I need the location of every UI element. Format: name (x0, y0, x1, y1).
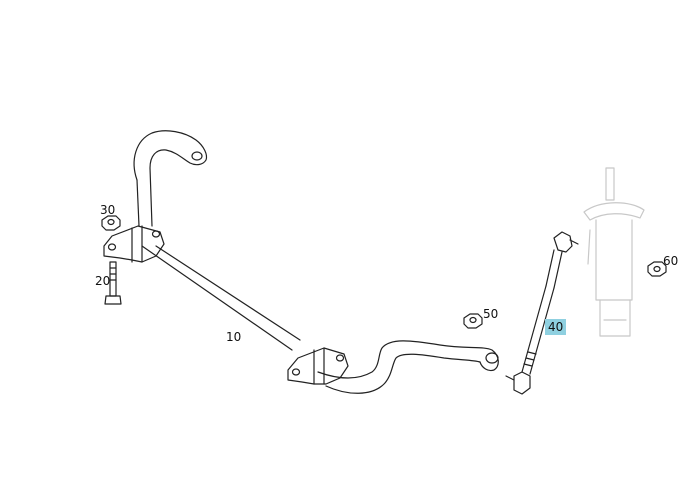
bolt (104, 261, 122, 305)
callout-10: 10 (226, 330, 242, 344)
nut-right (647, 261, 667, 277)
callout-60: 60 (663, 254, 679, 268)
callout-20: 20 (95, 274, 111, 288)
stabilizer-bar (103, 130, 499, 394)
strut-assembly (583, 167, 645, 337)
callout-30: 30 (100, 203, 116, 217)
nut-mid (463, 313, 483, 329)
link-rod (505, 231, 579, 395)
callout-40: 40 (545, 319, 567, 335)
nut-left (101, 215, 121, 231)
callout-50: 50 (483, 307, 499, 321)
